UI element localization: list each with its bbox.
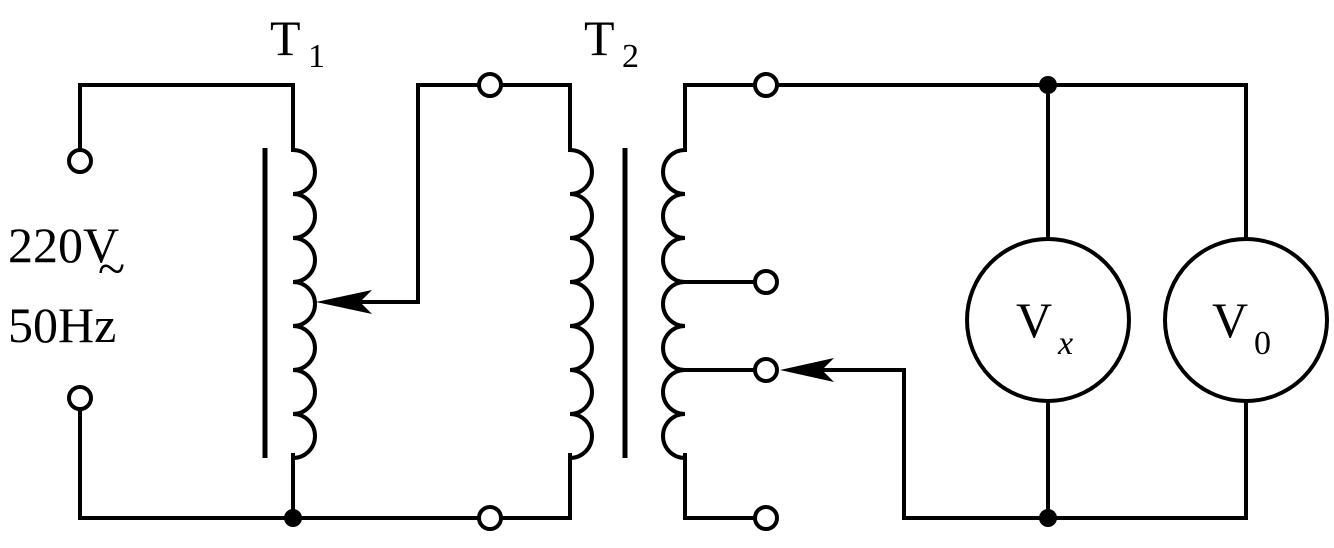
- t1-label: T: [270, 10, 301, 66]
- vx-label: V: [1016, 292, 1052, 348]
- v0-label-index: 0: [1254, 325, 1271, 362]
- vx-label-index: x: [1057, 325, 1073, 362]
- t2-tap-terminal-2: [753, 357, 779, 383]
- t1-wiper-wire: [338, 83, 480, 304]
- t1-coil: [292, 148, 317, 460]
- t2-secondary-terminal-bottom: [753, 505, 779, 531]
- t2-secondary-bottom-wire: [683, 453, 756, 520]
- voltmeter-v0: [1163, 237, 1329, 403]
- junction-bottom-right: [1039, 509, 1057, 527]
- t2-label: T: [584, 10, 615, 66]
- t2-primary-coil: [569, 148, 594, 460]
- t2-primary-terminal-bottom: [477, 505, 503, 531]
- t2-label-index: 2: [622, 38, 639, 75]
- t2-primary-top-wire: [500, 83, 572, 152]
- t2-primary-bottom-wire: [500, 453, 572, 520]
- source-voltage-label: 220V: [8, 217, 119, 273]
- t1-wiper-arrow: [316, 290, 372, 314]
- t1-label-index: 1: [308, 38, 325, 75]
- t2-primary-terminal-top: [477, 72, 503, 98]
- junction-top-right: [1039, 76, 1057, 94]
- junction-t1-bottom: [284, 509, 302, 527]
- tap-selector-arrow: [780, 358, 834, 382]
- t2-tap-terminal-1: [753, 269, 779, 295]
- source-top-wire: [78, 83, 295, 160]
- measure-bottom-rail: [818, 368, 1248, 520]
- t2-secondary-top-wire: [683, 83, 756, 152]
- measure-top-rail: [776, 83, 1248, 240]
- source-bottom-wire: [78, 396, 480, 520]
- t2-secondary-coil: [661, 148, 686, 460]
- source-terminal-top: [67, 148, 93, 174]
- source-ac-symbol: ~: [98, 240, 125, 296]
- voltmeter-vx: [965, 237, 1131, 403]
- source-frequency-label: 50Hz: [8, 297, 116, 353]
- t2-secondary-terminal-top: [753, 72, 779, 98]
- v0-label: V: [1212, 292, 1248, 348]
- source-terminal-bottom: [67, 385, 93, 411]
